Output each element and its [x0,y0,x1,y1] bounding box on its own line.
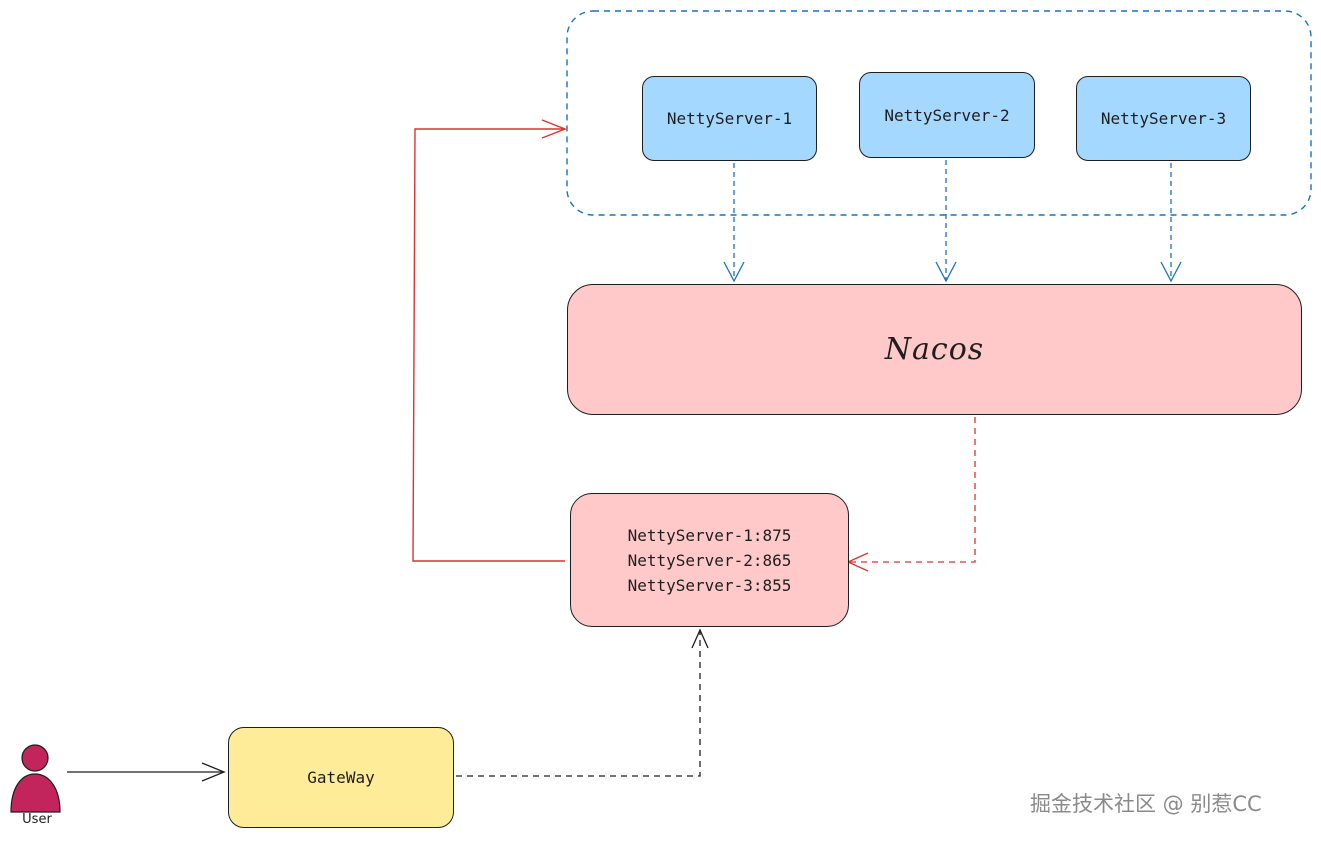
register-arrow-2 [935,160,957,283]
sync-arrow [846,417,976,572]
server-load-table: NettyServer-1:875 NettyServer-2:865 Nett… [570,493,849,627]
netty-server-3: NettyServer-3 [1076,76,1251,161]
route-arrow [412,119,567,562]
user-label: User [22,812,52,827]
server-load-line-1: NettyServer-1:875 [627,525,792,545]
user-icon [10,744,61,813]
netty-server-3-label: NettyServer-3 [1100,109,1227,128]
register-arrow-3 [1160,163,1182,283]
server-cluster-group [566,10,1312,216]
nacos-label: Nacos [884,332,985,367]
watermark: 掘金技术社区 @ 别惹CC [1030,792,1262,816]
gateway-label: GateWay [307,768,375,787]
netty-server-2-label: NettyServer-2 [884,105,1010,125]
netty-server-1-label: NettyServer-1 [666,109,793,128]
lookup-arrow [456,628,709,777]
register-arrow-1 [723,163,745,283]
server-load-line-3: NettyServer-3:855 [627,575,792,595]
request-arrow [67,762,226,782]
nacos-node: Nacos [567,284,1302,415]
server-load-line-2: NettyServer-2:865 [627,550,792,570]
gateway-node: GateWay [228,727,454,828]
netty-server-1: NettyServer-1 [642,76,817,161]
netty-server-2: NettyServer-2 [859,72,1035,158]
